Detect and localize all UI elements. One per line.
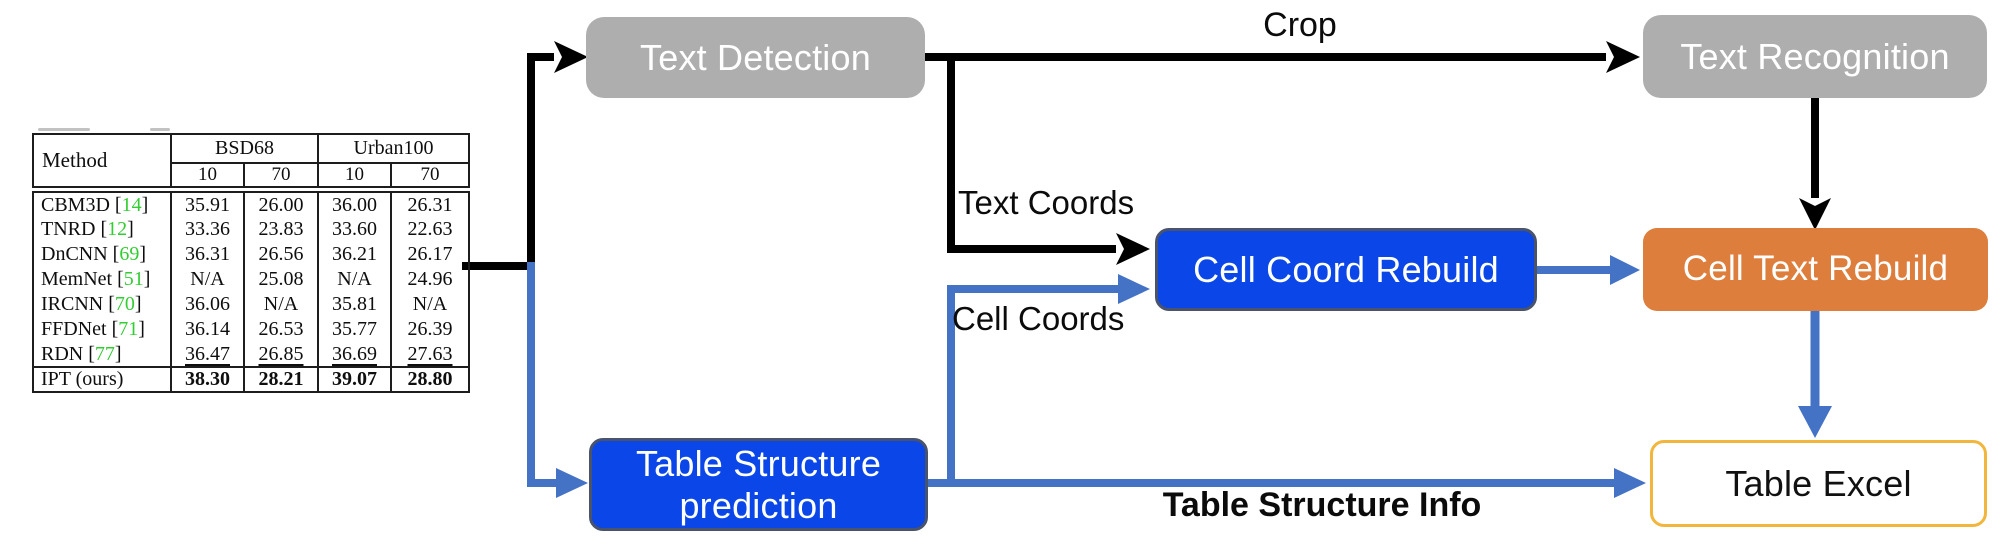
- group-header-cell: Urban100: [316, 134, 470, 164]
- text-recognition-node: Text Recognition: [1643, 15, 1987, 98]
- cell-coord-rebuild-label: Cell Coord Rebuild: [1193, 248, 1499, 290]
- value-cell: 35.81: [317, 292, 391, 317]
- value-cell: 36.00: [317, 192, 391, 217]
- value-cell: 36.06: [170, 292, 244, 317]
- table-structure-info-edge-label: Table Structure Info: [1162, 486, 1482, 524]
- value-cell: 25.08: [243, 267, 318, 292]
- citation-ref: 69: [119, 243, 140, 265]
- value-cell: 36.14: [170, 317, 244, 342]
- value-cell: 26.39: [390, 317, 469, 342]
- value-cell: 27.63: [390, 342, 469, 367]
- text-coords-edge-label: Text Coords: [958, 184, 1135, 221]
- arrow-text-rebuild-to-excel: [1798, 311, 1832, 438]
- value-cell: 26.00: [243, 192, 318, 217]
- value-cell: 36.69: [317, 342, 391, 367]
- value-cell: 26.85: [243, 342, 318, 367]
- cell-coords-edge-label: Cell Coords: [952, 300, 1125, 337]
- method-cell: MemNet [51]: [41, 268, 151, 290]
- value-cell: 26.53: [243, 317, 318, 342]
- scan-artifact: [150, 128, 170, 131]
- method-header-cell: Method: [42, 148, 108, 172]
- arrow-cell-coords: [947, 274, 1150, 483]
- citation-ref: 70: [114, 293, 135, 315]
- noise-level-header: 70: [389, 163, 470, 187]
- group-header-cell: BSD68: [170, 134, 318, 164]
- arrow-crop: [925, 41, 1640, 73]
- value-cell: N/A: [170, 267, 244, 292]
- cell-coord-rebuild-node: Cell Coord Rebuild: [1155, 228, 1537, 311]
- cell-text-rebuild-node: Cell Text Rebuild: [1643, 228, 1988, 311]
- value-cell: 38.30: [170, 366, 244, 392]
- cell-text-rebuild-label: Cell Text Rebuild: [1682, 249, 1949, 289]
- table-excel-label: Table Excel: [1725, 462, 1912, 504]
- arrow-table-to-structure-prediction: [527, 262, 588, 498]
- value-cell: 28.80: [390, 366, 469, 392]
- value-cell: 24.96: [390, 267, 469, 292]
- method-cell: RDN [77]: [41, 342, 122, 365]
- method-cell: IPT (ours): [33, 366, 171, 392]
- value-cell: 36.31: [170, 242, 244, 267]
- value-cell: 33.60: [317, 217, 391, 242]
- value-cell: N/A: [243, 292, 318, 317]
- arrow-coord-to-text-rebuild: [1537, 255, 1640, 285]
- value-cell: N/A: [317, 267, 391, 292]
- crop-edge-label: Crop: [1263, 6, 1337, 44]
- table-excel-node: Table Excel: [1650, 440, 1987, 527]
- text-recognition-label: Text Recognition: [1680, 35, 1950, 77]
- value-cell: 35.91: [170, 192, 244, 217]
- value-cell: 35.77: [317, 317, 391, 342]
- arrow-table-to-text-detection: [462, 41, 588, 270]
- citation-ref: 71: [118, 318, 139, 340]
- value-cell: 26.56: [243, 242, 318, 267]
- method-cell: DnCNN [69]: [41, 243, 147, 265]
- table-structure-prediction-label: Table Structure prediction: [635, 443, 882, 526]
- value-cell: 23.83: [243, 217, 318, 242]
- citation-ref: 51: [123, 268, 144, 290]
- arrow-recognition-to-cell-text-rebuild: [1799, 98, 1831, 230]
- scan-artifact: [38, 128, 90, 131]
- arrow-text-coords: [947, 57, 1150, 265]
- value-cell: 36.47: [170, 342, 244, 367]
- value-cell: 39.07: [317, 366, 391, 392]
- citation-ref: 12: [107, 218, 128, 240]
- value-cell: 26.17: [390, 242, 469, 267]
- method-cell: CBM3D [14]: [41, 193, 149, 216]
- value-cell: 26.31: [390, 192, 469, 217]
- text-detection-node: Text Detection: [586, 17, 925, 98]
- value-cell: 22.63: [390, 217, 469, 242]
- noise-level-header: 10: [170, 163, 244, 187]
- value-cell: N/A: [390, 292, 469, 317]
- citation-ref: 14: [121, 193, 142, 216]
- method-cell: IRCNN [70]: [41, 293, 142, 315]
- noise-level-header: 10: [317, 163, 391, 187]
- citation-ref: 77: [94, 342, 115, 365]
- value-cell: 36.21: [317, 242, 391, 267]
- method-cell: FFDNet [71]: [41, 318, 145, 340]
- results-table-header: Method BSD68 Urban100 10 70 10 70: [32, 133, 471, 188]
- input-results-table: Method BSD68 Urban100 10 70 10 70 CBM3D …: [32, 133, 471, 393]
- value-cell: 33.36: [170, 217, 244, 242]
- value-cell: 28.21: [243, 366, 318, 392]
- noise-level-header: 70: [243, 163, 318, 187]
- arrow-table-structure-info: [928, 468, 1646, 498]
- text-detection-label: Text Detection: [640, 36, 871, 78]
- table-structure-prediction-node: Table Structure prediction: [589, 438, 928, 531]
- method-cell: TNRD [12]: [41, 218, 134, 240]
